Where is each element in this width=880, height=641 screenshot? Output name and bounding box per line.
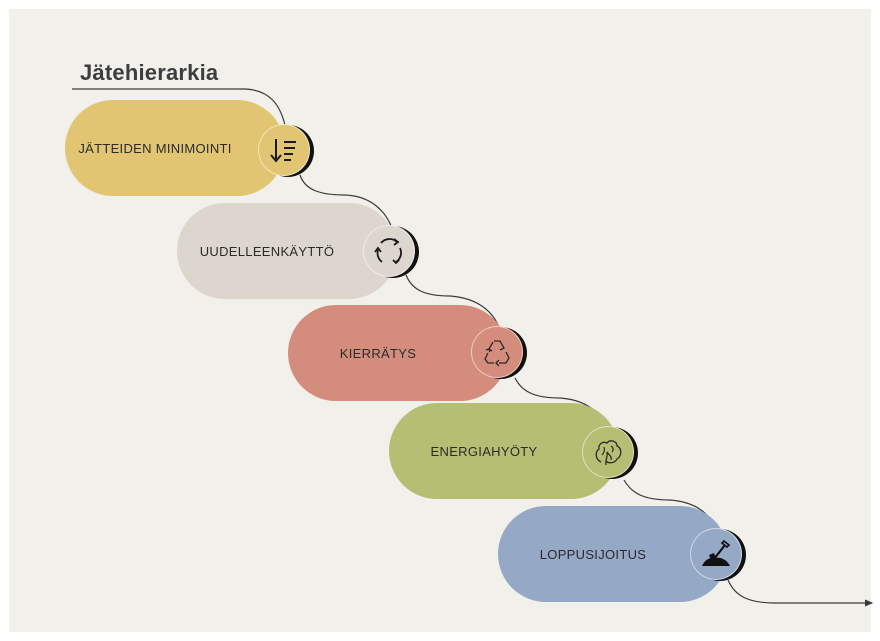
step-reuse: UUDELLEENKÄYTTÖ bbox=[177, 203, 397, 299]
step-label: JÄTTEIDEN MINIMOINTI bbox=[78, 140, 232, 156]
sort-descending-icon bbox=[258, 124, 310, 176]
recycle-icon bbox=[471, 326, 523, 378]
step-label: ENERGIAHYÖTY bbox=[430, 443, 538, 459]
step-final-disposal: LOPPUSIJOITUS bbox=[498, 506, 728, 602]
refresh-arrows-icon bbox=[363, 225, 415, 277]
step-waste-minimization: JÄTTEIDEN MINIMOINTI bbox=[65, 100, 285, 196]
step-energy-recovery: ENERGIAHYÖTY bbox=[389, 403, 619, 499]
step-label: UUDELLEENKÄYTTÖ bbox=[199, 243, 335, 259]
shovel-landfill-icon bbox=[690, 528, 742, 580]
step-label: KIERRÄTYS bbox=[339, 345, 417, 361]
diagram-title: Jätehierarkia bbox=[80, 60, 219, 85]
step-label: LOPPUSIJOITUS bbox=[539, 546, 647, 562]
step-recycling: KIERRÄTYS bbox=[288, 305, 508, 401]
energy-flame-icon bbox=[582, 426, 634, 478]
